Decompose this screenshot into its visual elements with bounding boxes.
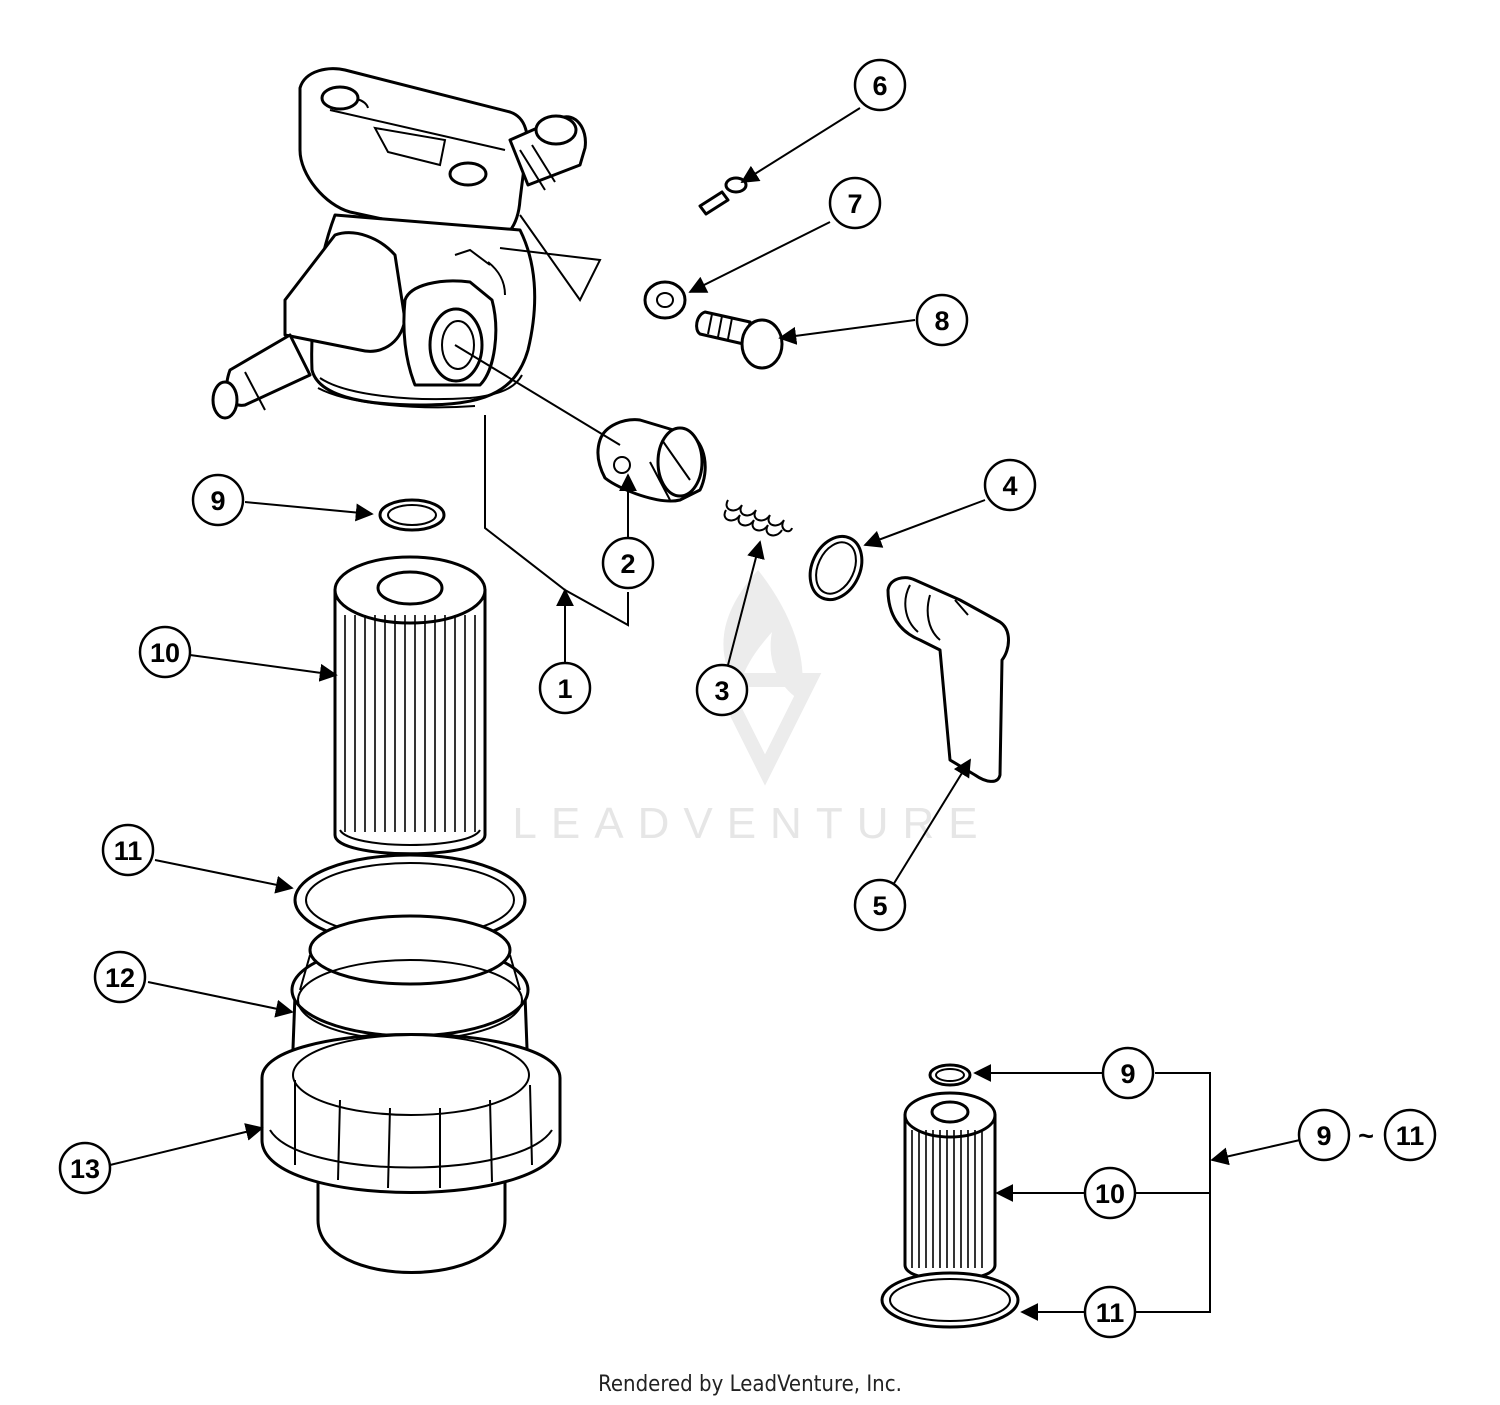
kit-range-start: 9 bbox=[1316, 1121, 1331, 1151]
leadventure-flame-logo bbox=[708, 570, 822, 786]
part-filter-element bbox=[333, 555, 487, 856]
svg-text:9: 9 bbox=[1120, 1059, 1135, 1089]
callouts: 1 2 3 4 5 6 7 8 9 10 11 12 13 9 10 11 9 … bbox=[58, 58, 1437, 1339]
kit-callout-11: 11 bbox=[1083, 1285, 1137, 1339]
callout-9: 9 bbox=[191, 473, 245, 527]
callout-6: 6 bbox=[853, 58, 907, 112]
callout-8: 8 bbox=[915, 293, 969, 347]
part-o-ring-top bbox=[378, 498, 446, 532]
svg-text:3: 3 bbox=[714, 676, 729, 706]
callout-2: 2 bbox=[601, 536, 655, 590]
part-filter-head bbox=[211, 67, 587, 420]
svg-text:6: 6 bbox=[872, 71, 887, 101]
callout-13: 13 bbox=[58, 1141, 112, 1195]
leader-lines bbox=[109, 107, 1301, 1321]
svg-text:13: 13 bbox=[70, 1154, 100, 1184]
part-lever-handle bbox=[886, 576, 1010, 783]
part-small-screw bbox=[698, 176, 748, 216]
part-o-ring-small bbox=[808, 534, 864, 602]
svg-text:5: 5 bbox=[872, 891, 887, 921]
kit-o-ring-small bbox=[928, 1063, 972, 1087]
callout-10: 10 bbox=[138, 625, 192, 679]
svg-text:10: 10 bbox=[1095, 1179, 1125, 1209]
part-retaining-ring bbox=[260, 1033, 562, 1194]
callout-3: 3 bbox=[695, 663, 749, 717]
svg-text:9: 9 bbox=[210, 486, 225, 516]
kit-o-ring-large bbox=[880, 1271, 1020, 1329]
kit-filter-element bbox=[903, 1091, 997, 1282]
callout-4: 4 bbox=[983, 458, 1037, 512]
kit-range-end: 11 bbox=[1396, 1121, 1425, 1151]
part-valve-spool bbox=[596, 418, 707, 503]
callout-12: 12 bbox=[93, 950, 147, 1004]
svg-text:2: 2 bbox=[620, 549, 635, 579]
callout-5: 5 bbox=[853, 878, 907, 932]
part-bolt bbox=[695, 310, 784, 370]
part-spring bbox=[723, 499, 793, 537]
callout-7: 7 bbox=[828, 176, 882, 230]
callout-11: 11 bbox=[101, 823, 155, 877]
watermark: LEADVENTURE bbox=[512, 570, 991, 848]
callout-1: 1 bbox=[538, 661, 592, 715]
svg-text:8: 8 bbox=[934, 306, 949, 336]
kit-range-separator: ~ bbox=[1358, 1121, 1374, 1151]
svg-text:1: 1 bbox=[557, 674, 572, 704]
kit-range-callout: 9 ~ 11 bbox=[1297, 1108, 1437, 1162]
svg-text:11: 11 bbox=[114, 836, 143, 866]
kit-callout-9: 9 bbox=[1101, 1046, 1155, 1100]
footer-credit: Rendered by LeadVenture, Inc. bbox=[598, 1372, 902, 1397]
part-washer bbox=[643, 280, 687, 320]
svg-text:4: 4 bbox=[1002, 471, 1017, 501]
svg-text:7: 7 bbox=[847, 189, 862, 219]
kit-callout-10: 10 bbox=[1083, 1166, 1137, 1220]
svg-text:11: 11 bbox=[1096, 1298, 1125, 1328]
svg-text:12: 12 bbox=[105, 963, 135, 993]
watermark-text: LEADVENTURE bbox=[512, 799, 991, 848]
svg-text:10: 10 bbox=[150, 638, 180, 668]
